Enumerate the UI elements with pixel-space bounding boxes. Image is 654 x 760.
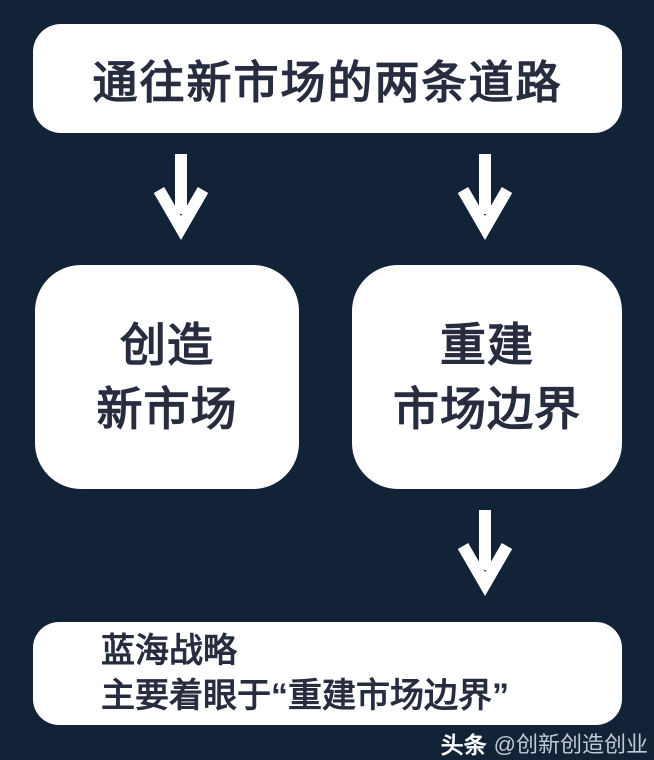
blue-ocean-strategy-box: 蓝海战略 主要着眼于“重建市场边界”: [33, 622, 622, 725]
watermark: 头条 @创新创造创业: [441, 726, 648, 760]
rebuild-market-boundaries-line2: 市场边界: [393, 383, 581, 435]
title-box-label: 通往新市场的两条道路: [92, 57, 563, 108]
watermark-brand: 头条: [440, 732, 487, 758]
down-arrow-icon: [455, 152, 515, 242]
down-arrow-icon: [455, 508, 515, 598]
rebuild-market-boundaries-box: 重建 市场边界: [352, 265, 622, 489]
blue-ocean-strategy-line2: 主要着眼于“重建市场边界”: [101, 676, 509, 715]
rebuild-market-boundaries-line1: 重建: [440, 319, 534, 371]
create-new-market-box: 创造 新市场: [35, 265, 299, 489]
create-new-market-line2: 新市场: [96, 383, 238, 435]
create-new-market-line1: 创造: [120, 319, 214, 371]
blue-ocean-strategy-line1: 蓝海战略: [101, 631, 237, 670]
watermark-handle: @创新创造创业: [493, 732, 648, 757]
down-arrow-icon: [151, 152, 211, 242]
title-box: 通往新市场的两条道路: [33, 24, 622, 133]
